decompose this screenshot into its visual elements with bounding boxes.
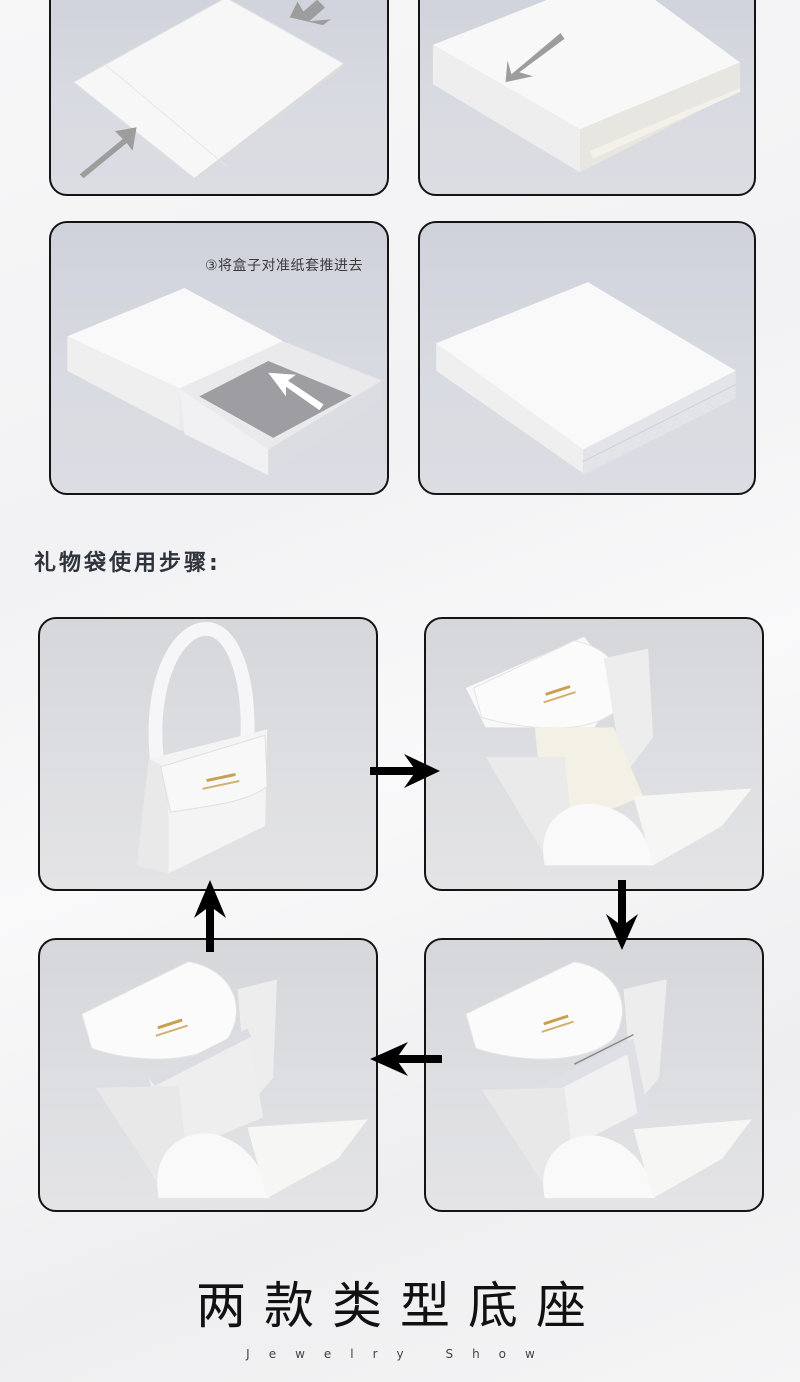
bag-step-1-panel (38, 617, 378, 891)
box-step-1-panel (49, 0, 389, 196)
folded-sleeve-illustration (432, 0, 741, 173)
arrow-in-bottom-left-icon (79, 127, 137, 179)
push-arrow-icon (268, 372, 324, 411)
arrow-in-icon (505, 33, 565, 83)
opened-gift-bag-illustration (465, 636, 752, 866)
arrow-in-top-right-icon (289, 0, 331, 26)
step-3-caption: ③将盒子对准纸套推进去 (204, 258, 363, 274)
bag-step-4-panel (38, 938, 378, 1212)
flow-arrow-down-icon (604, 880, 640, 952)
bag-with-frame-box-illustration (465, 961, 752, 1199)
bag-step-2-panel (424, 617, 764, 891)
base-types-title: 两款类型底座 (196, 1277, 604, 1335)
flow-arrow-up-icon (192, 878, 228, 954)
box-step-3-panel: ③将盒子对准纸套推进去 (49, 221, 389, 495)
box-into-sleeve-illustration (67, 288, 382, 476)
closed-gift-bag-illustration (137, 621, 268, 874)
box-step-2-panel (418, 0, 756, 196)
completed-box-illustration (436, 282, 737, 476)
jewelry-show-subtitle: Jewelry Show (246, 1347, 554, 1361)
box-step-4-panel (418, 221, 756, 495)
gift-bag-steps-heading: 礼物袋使用步骤: (34, 551, 221, 576)
flow-arrow-left-icon (368, 1040, 444, 1080)
bag-with-box-illustration (81, 961, 368, 1199)
bag-step-3-panel (424, 938, 764, 1212)
flow-arrow-right-icon (368, 752, 442, 792)
flat-sleeve-illustration (72, 0, 345, 181)
